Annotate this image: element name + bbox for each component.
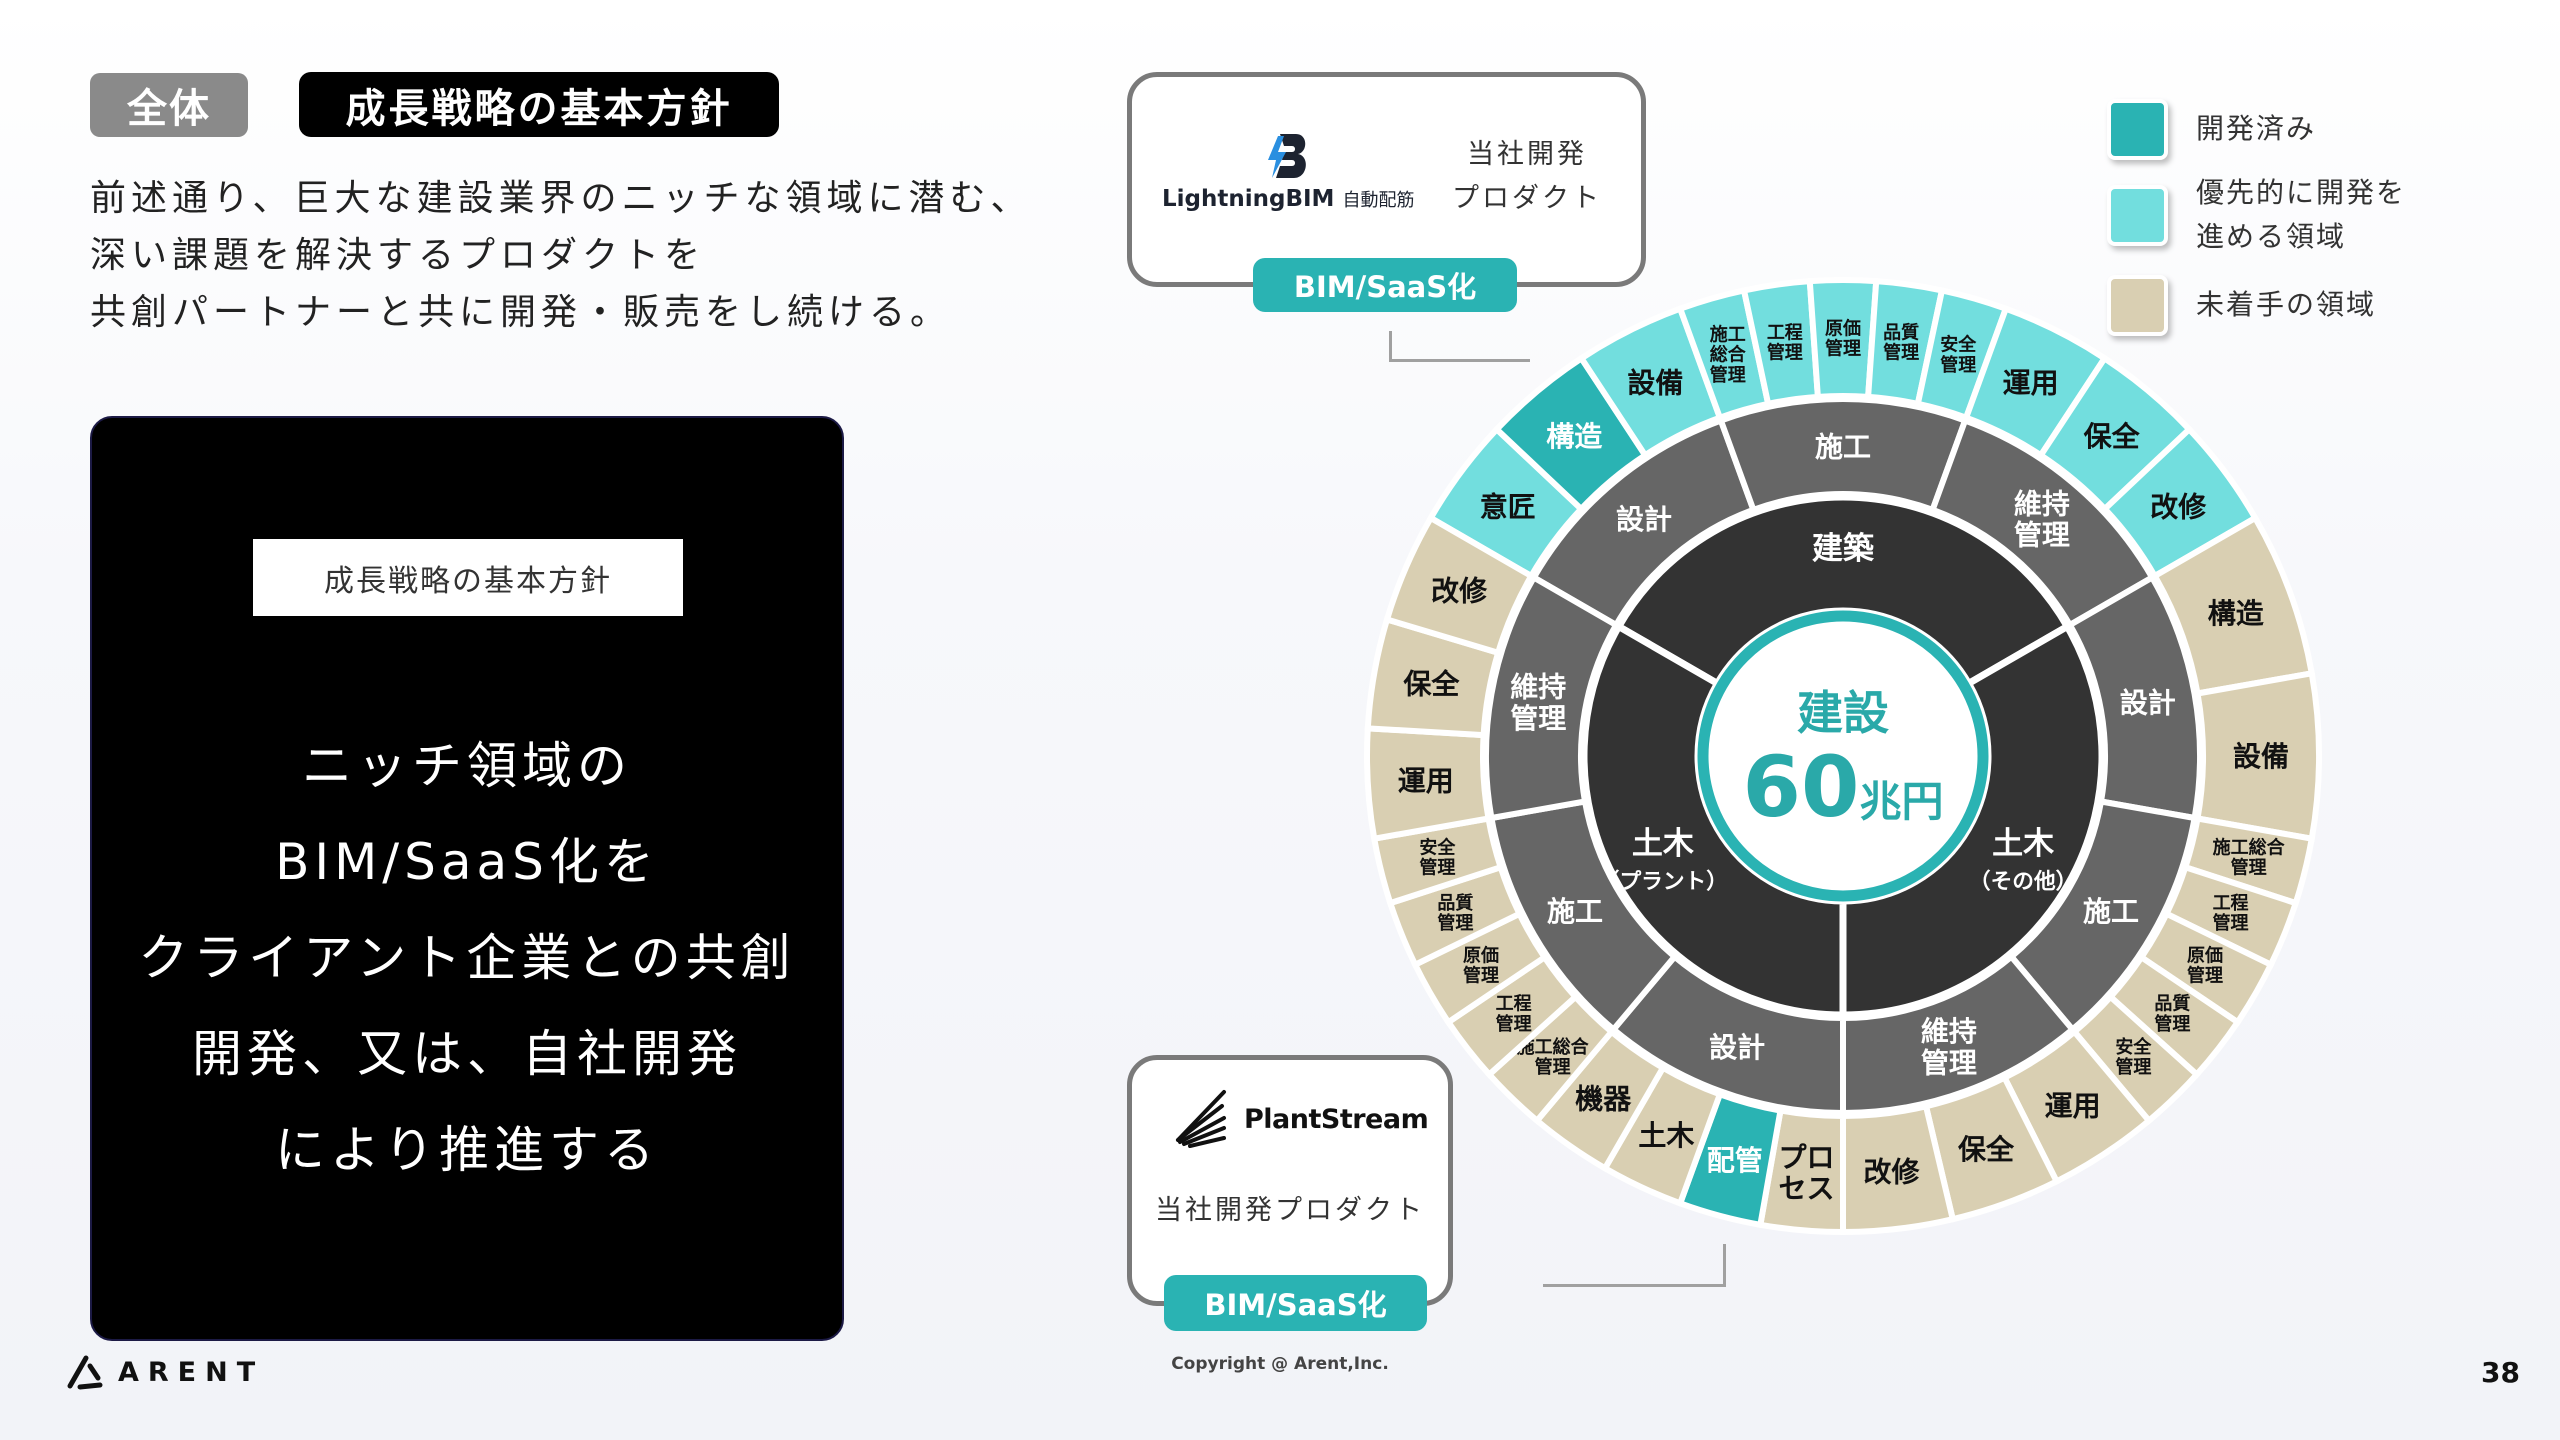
market-sunburst-diagram: 建築設計意匠構造設備施工施工総合管理工程管理原価管理品質管理安全管理維持管理運用… [1364, 277, 2322, 1236]
legend-item-priority: 優先的に開発を 進める領域 [2107, 167, 2406, 263]
legend: 開発済み 優先的に開発を 進める領域 未着手の領域 [2107, 97, 2406, 337]
legend-label: 未着手の領域 [2196, 288, 2377, 321]
domain-untouched-label: 運用 [2045, 1089, 2101, 1122]
lightningbim-logo: LightningBIM 自動配筋 [1162, 132, 1415, 212]
copyright: Copyright @ Arent,Inc. [1171, 1354, 1389, 1374]
domain-untouched-label: 機器 [1575, 1082, 1632, 1115]
sector-0-phase-0-label: 設計 [1616, 503, 1672, 536]
domain-priority-label: 原価管理 [1825, 317, 1861, 359]
domain-priority-label: 運用 [2003, 367, 2059, 400]
policy-card-label: 成長戦略の基本方針 [253, 539, 683, 616]
domain-developed-label: 配管 [1707, 1144, 1763, 1177]
domain-priority-label: 改修 [2150, 490, 2207, 523]
domain-untouched-label: 安全管理 [1419, 837, 1456, 879]
sector-0-phase-2-label: 維持管理 [2014, 487, 2070, 551]
domain-priority-label: 品質管理 [1883, 321, 1919, 363]
sector-1-phase-0-label: 設計 [2120, 686, 2176, 719]
domain-priority-label: 工程管理 [1767, 322, 1803, 363]
legend-label-line: 優先的に開発を [2196, 176, 2407, 209]
domain-priority-label: 設備 [1627, 367, 1683, 400]
arent-brand-text: ARENT [118, 1356, 265, 1388]
arent-logo: ARENT [66, 1354, 264, 1390]
center-value-unit: 兆円 [1859, 777, 1943, 826]
lightningbim-logo-text: LightningBIM [1162, 186, 1335, 212]
sector-1-phase-1-label: 施工 [2083, 895, 2139, 928]
lightningbim-logo-suffix: 自動配筋 [1342, 190, 1415, 211]
sector-2-phase-1-label: 施工 [1547, 895, 1603, 928]
page-title: 成長戦略の基本方針 [299, 72, 779, 137]
intro-line: 共創パートナーと共に開発・販売をし続ける。 [90, 292, 952, 333]
plantstream-saas-badge: BIM/SaaS化 [1164, 1275, 1427, 1331]
legend-swatch [2107, 98, 2168, 160]
description-line: 当社開発 [1467, 139, 1587, 170]
page-number: 38 [2481, 1356, 2520, 1389]
domain-developed-label: 構造 [1546, 420, 1602, 453]
policy-line: により推進する [275, 1121, 659, 1179]
domain-untouched-label: 原価管理 [2187, 944, 2223, 986]
policy-line: BIM/SaaS化を [275, 833, 659, 891]
center-title: 建設 [1797, 686, 1889, 740]
plantstream-description: 当社開発プロダクト [1155, 1195, 1425, 1226]
domain-priority-label: 意匠 [1480, 490, 1536, 523]
domain-untouched-label: 施工総合管理 [1517, 1036, 1590, 1078]
domain-untouched-label: 土木 [1638, 1119, 1694, 1152]
domain-untouched-label: 改修 [1431, 575, 1488, 608]
domain-untouched-label: 施工総合管理 [2213, 837, 2286, 879]
domain-untouched-label: 保全 [1403, 667, 1460, 700]
domain-untouched-label: 設備 [2233, 740, 2289, 773]
connector-line [1543, 1244, 1726, 1287]
plantstream-logo-text: PlantStream [1244, 1103, 1429, 1135]
sector-1-label: 土木（その他） [1969, 826, 2077, 895]
sector-1-phase-2-label: 維持管理 [1921, 1015, 1977, 1079]
policy-card-text: ニッチ領域の BIM/SaaS化を クライアント企業との共創 開発、又は、自社開… [92, 718, 842, 1198]
lightning-b-icon [1268, 134, 1306, 178]
plantstream-logo: PlantStream [1172, 1088, 1429, 1150]
intro-line: 深い課題を解決するプロダクトを [90, 235, 706, 276]
sector-2-phase-0-label: 設計 [1709, 1031, 1765, 1064]
plantstream-product-box: PlantStream 当社開発プロダクト [1127, 1055, 1453, 1306]
domain-untouched-label: 改修 [1864, 1155, 1921, 1188]
lightningbim-description: 当社開発 プロダクト [1432, 133, 1622, 221]
lightningbim-saas-badge: BIM/SaaS化 [1253, 258, 1517, 312]
domain-priority-label: 安全管理 [1940, 334, 1977, 376]
center-circle [1697, 610, 1989, 902]
domain-untouched-label: 品質管理 [2154, 993, 2190, 1035]
intro-text: 前述通り、巨大な建設業界のニッチな領域に潜む、 深い課題を解決するプロダクトを … [90, 170, 1032, 341]
legend-label-line: 進める領域 [2196, 220, 2347, 253]
intro-line: 前述通り、巨大な建設業界のニッチな領域に潜む、 [90, 178, 1032, 219]
sector-0-phase-1-label: 施工 [1815, 431, 1871, 464]
domain-priority-label: 保全 [2084, 420, 2141, 453]
lightningbim-product-box: LightningBIM 自動配筋 当社開発 プロダクト [1127, 72, 1646, 287]
arent-triangle-icon [67, 1355, 103, 1390]
domain-untouched-label: 工程管理 [1496, 994, 1532, 1035]
domain-untouched [1383, 513, 1536, 657]
domain-untouched-label: 安全管理 [2115, 1036, 2152, 1078]
domain-untouched-label: 構造 [2208, 597, 2264, 630]
domain-untouched-label: 工程管理 [2213, 893, 2249, 934]
sector-0-label: 建築 [1812, 531, 1875, 567]
domain-priority-label: 施工総合管理 [1710, 324, 1747, 386]
legend-item-untouched: 未着手の領域 [2107, 273, 2406, 337]
domain-untouched-label: 保全 [1958, 1133, 2015, 1166]
policy-line: ニッチ領域の [302, 737, 632, 795]
plantstream-wing-icon [1176, 1090, 1226, 1148]
connector-line [1389, 331, 1530, 362]
center-value-number: 60 [1743, 738, 1860, 836]
description-line: プロダクト [1452, 183, 1602, 214]
legend-label: 開発済み [2196, 112, 2317, 145]
domain-untouched-label: 原価管理 [1463, 944, 1499, 986]
policy-line: 開発、又は、自社開発 [192, 1025, 742, 1083]
legend-swatch [2107, 184, 2168, 246]
domain-untouched-label: プロセス [1779, 1141, 1835, 1205]
legend-label: 優先的に開発を 進める領域 [2196, 171, 2406, 259]
domain-untouched-label: 品質管理 [1437, 892, 1473, 934]
policy-line: クライアント企業との共創 [138, 929, 796, 987]
domain-untouched-label: 運用 [1398, 764, 1454, 797]
legend-item-developed: 開発済み [2107, 97, 2406, 161]
legend-swatch [2107, 274, 2168, 336]
category-badge: 全体 [90, 73, 248, 137]
policy-card: 成長戦略の基本方針 ニッチ領域の BIM/SaaS化を クライアント企業との共創… [90, 416, 844, 1341]
sector-2-phase-2-label: 維持管理 [1510, 671, 1566, 735]
center-value: 60兆円 [1743, 738, 1944, 836]
